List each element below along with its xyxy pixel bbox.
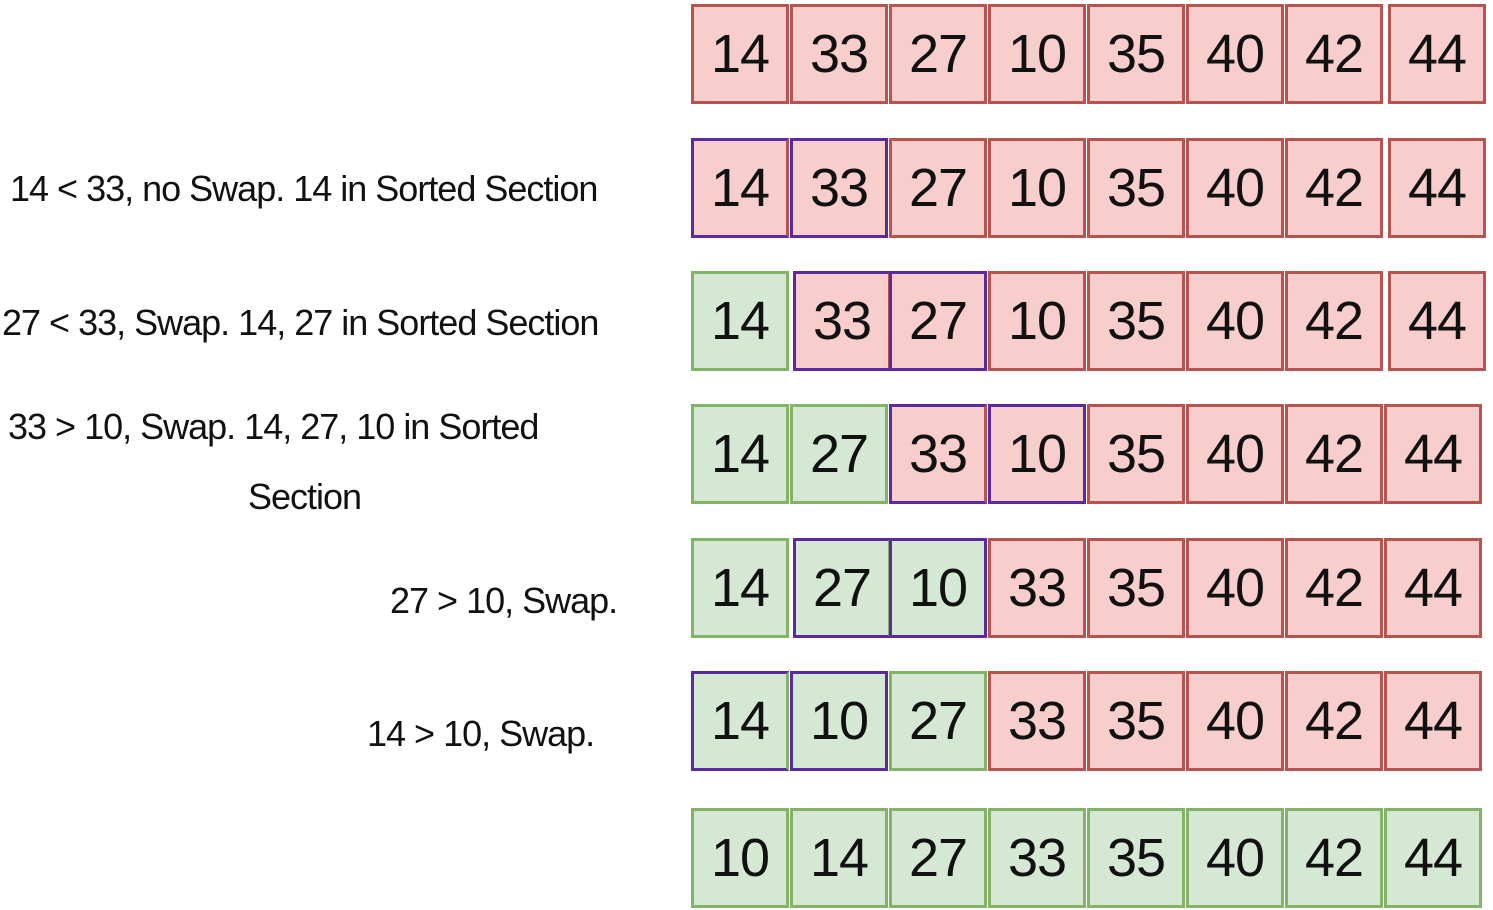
array-cell: 27 [889,271,987,371]
array-cell: 10 [988,138,1086,238]
array-cell: 27 [889,671,987,771]
array-cell: 40 [1186,271,1284,371]
step-label-5: 14 > 10, Swap. [367,713,595,754]
array-cell: 33 [988,538,1086,638]
array-cell: 14 [691,138,789,238]
array-cell: 10 [988,4,1086,104]
array-cell: 40 [1186,671,1284,771]
array-cell: 35 [1087,538,1185,638]
array-cell: 27 [790,404,888,504]
array-cell: 33 [790,138,888,238]
array-cell: 14 [691,538,789,638]
array-cell: 33 [790,4,888,104]
array-cell: 14 [691,271,789,371]
array-cell: 27 [889,138,987,238]
array-cell: 44 [1388,138,1486,238]
step-label-2: 27 < 33, Swap. 14, 27 in Sorted Section [2,302,599,343]
array-cell: 14 [790,808,888,908]
array-cell: 27 [793,538,891,638]
array-cell: 33 [988,671,1086,771]
array-cell: 44 [1388,4,1486,104]
step-label-3-cont: Section [248,476,362,517]
array-cell: 33 [988,808,1086,908]
array-cell: 44 [1384,671,1482,771]
array-cell: 14 [691,4,789,104]
array-cell: 42 [1285,4,1383,104]
array-cell: 10 [691,808,789,908]
array-cell: 35 [1087,808,1185,908]
array-cell: 40 [1186,138,1284,238]
array-cell: 27 [889,4,987,104]
array-cell: 35 [1087,404,1185,504]
array-cell: 35 [1087,4,1185,104]
array-cell: 44 [1384,808,1482,908]
array-cell: 27 [889,808,987,908]
array-cell: 35 [1087,271,1185,371]
array-cell: 42 [1285,404,1383,504]
array-cell: 35 [1087,138,1185,238]
array-cell: 42 [1285,808,1383,908]
step-label-3: 33 > 10, Swap. 14, 27, 10 in Sorted [8,406,539,447]
array-cell: 42 [1285,138,1383,238]
array-cell: 44 [1384,538,1482,638]
array-cell: 10 [790,671,888,771]
array-cell: 33 [889,404,987,504]
step-label-4: 27 > 10, Swap. [390,580,618,621]
array-cell: 14 [691,671,789,771]
array-cell: 35 [1087,671,1185,771]
array-cell: 10 [988,404,1086,504]
array-cell: 42 [1285,538,1383,638]
array-cell: 44 [1388,271,1486,371]
array-cell: 40 [1186,538,1284,638]
array-cell: 44 [1384,404,1482,504]
step-label-1: 14 < 33, no Swap. 14 in Sorted Section [10,168,598,209]
array-cell: 40 [1186,808,1284,908]
array-cell: 14 [691,404,789,504]
array-cell: 10 [988,271,1086,371]
array-cell: 42 [1285,671,1383,771]
array-cell: 10 [889,538,987,638]
array-cell: 40 [1186,4,1284,104]
array-cell: 33 [793,271,891,371]
array-cell: 40 [1186,404,1284,504]
array-cell: 42 [1285,271,1383,371]
